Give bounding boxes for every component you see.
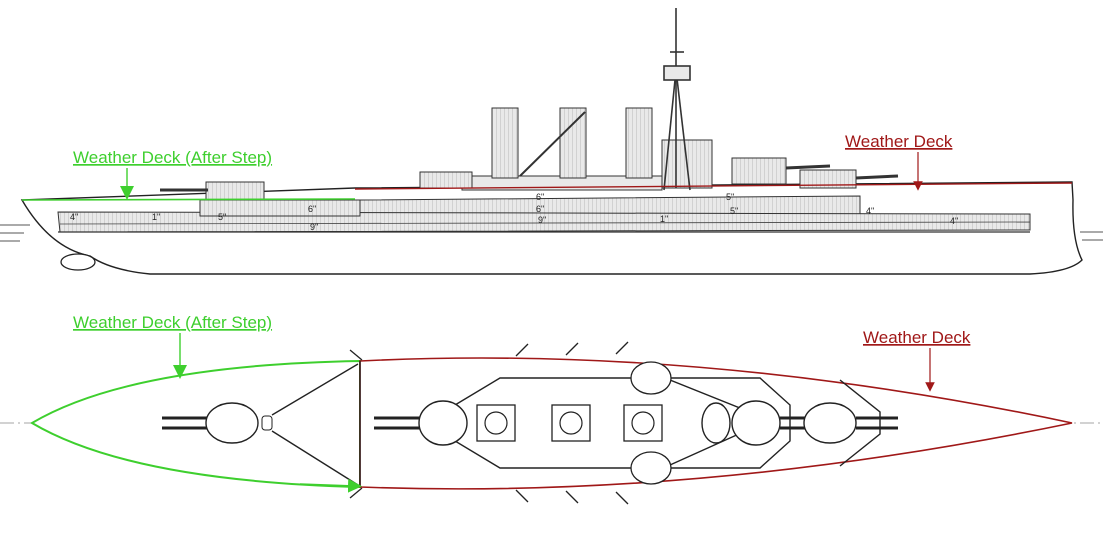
armor-mark: 1" <box>660 214 668 224</box>
turret-a-side <box>799 169 899 189</box>
tripod-mast <box>663 8 691 191</box>
boom-marks <box>349 341 629 505</box>
label-weather-deck-plan: Weather Deck <box>863 328 971 347</box>
armor-mark: 5" <box>218 212 226 222</box>
armor-mark: 9" <box>310 222 318 232</box>
side-profile: 4" 1" 5" 6" 9" 6" 6" 9" 5" 5" 1" 4" 4" W… <box>0 8 1103 275</box>
hull-outline <box>20 181 1083 275</box>
armor-mark: 4" <box>950 216 958 226</box>
arrow-step-end-plan <box>299 478 362 493</box>
armor-mark: 5" <box>726 192 734 202</box>
weather-deck-line-side <box>354 182 1073 190</box>
armor-mark: 9" <box>538 215 546 225</box>
rudder <box>60 253 96 271</box>
turret-x-side <box>160 181 265 201</box>
label-after-step-plan: Weather Deck (After Step) <box>73 313 272 332</box>
armor-mark: 6" <box>536 192 544 202</box>
armor-mark: 4" <box>866 206 874 216</box>
wing-turret-starboard <box>630 451 672 485</box>
turret-x-plan <box>162 402 273 444</box>
turret-a-plan <box>803 402 898 444</box>
turret-q-side <box>419 171 473 189</box>
label-weather-deck-side: Weather Deck <box>845 132 953 151</box>
armor-mark: 6" <box>308 204 316 214</box>
turret-b-side <box>731 157 831 185</box>
label-after-step-side: Weather Deck (After Step) <box>73 148 272 167</box>
armor-belt-main <box>57 211 1031 233</box>
wing-turret-port <box>630 361 672 395</box>
after-step-deck-line-side <box>21 198 356 201</box>
funnel-plan <box>476 404 663 442</box>
derrick <box>519 111 586 177</box>
after-step-outline-plan <box>30 359 361 489</box>
armor-mark: 6" <box>536 204 544 214</box>
superstructure-plan <box>454 377 791 469</box>
plan-view: Weather Deck (After Step) Weather Deck <box>0 313 1103 505</box>
waterline <box>0 224 1103 242</box>
turret-q-plan <box>374 400 468 446</box>
armor-belt-after <box>199 199 361 217</box>
armor-mark: 1" <box>152 212 160 222</box>
funnel-2 <box>559 107 587 179</box>
after-shelter-lines <box>271 363 359 486</box>
armor-mark: 5" <box>730 206 738 216</box>
armor-deck-line <box>59 221 1031 225</box>
funnel-1 <box>491 107 519 179</box>
funnel-3 <box>625 107 653 179</box>
armor-mark: 4" <box>70 212 78 222</box>
conning-tower-plan <box>701 402 731 444</box>
